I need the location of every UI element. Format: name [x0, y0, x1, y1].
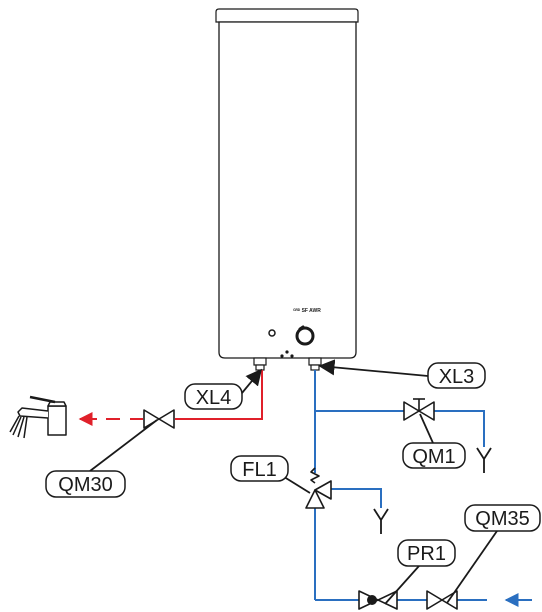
heater-body — [218, 21, 357, 359]
label-fl1: FL1 — [230, 455, 289, 482]
valve-qm1[interactable] — [403, 398, 435, 421]
leader-lines — [89, 359, 498, 605]
water-heater: ᴳᴿᴰ SF AWR — [215, 8, 359, 371]
label-qm30: QM30 — [45, 470, 126, 498]
valve-qm30[interactable] — [143, 409, 175, 429]
heater-brand: ᴳᴿᴰ SF AWR — [293, 308, 321, 314]
drain-funnel-icon — [373, 508, 389, 534]
svg-text:QM35: QM35 — [475, 508, 529, 530]
label-qm35: QM35 — [464, 504, 541, 532]
svg-text:PR1: PR1 — [407, 543, 446, 565]
label-pr1: PR1 — [397, 539, 456, 567]
hot-outlet-nipple — [253, 357, 267, 371]
label-xl3: XL3 — [427, 362, 486, 389]
label-qm1: QM1 — [402, 442, 466, 469]
svg-text:QM1: QM1 — [412, 446, 455, 468]
mixer-tap-icon — [9, 395, 67, 439]
svg-text:XL3: XL3 — [439, 366, 475, 388]
svg-text:QM30: QM30 — [58, 474, 112, 496]
safety-valve-fl1[interactable] — [305, 467, 332, 509]
thermostat-knob[interactable] — [295, 325, 315, 346]
heater-top-cap — [215, 8, 359, 23]
cold-water-pipe — [314, 370, 532, 607]
drain-funnel-icon — [476, 447, 492, 473]
svg-text:FL1: FL1 — [242, 459, 276, 481]
pressure-reducer-pr1[interactable] — [358, 590, 398, 610]
label-xl4: XL4 — [184, 383, 243, 410]
indicator-lamp — [268, 329, 276, 337]
svg-text:XL4: XL4 — [196, 387, 232, 409]
cold-inlet-nipple — [308, 357, 322, 371]
